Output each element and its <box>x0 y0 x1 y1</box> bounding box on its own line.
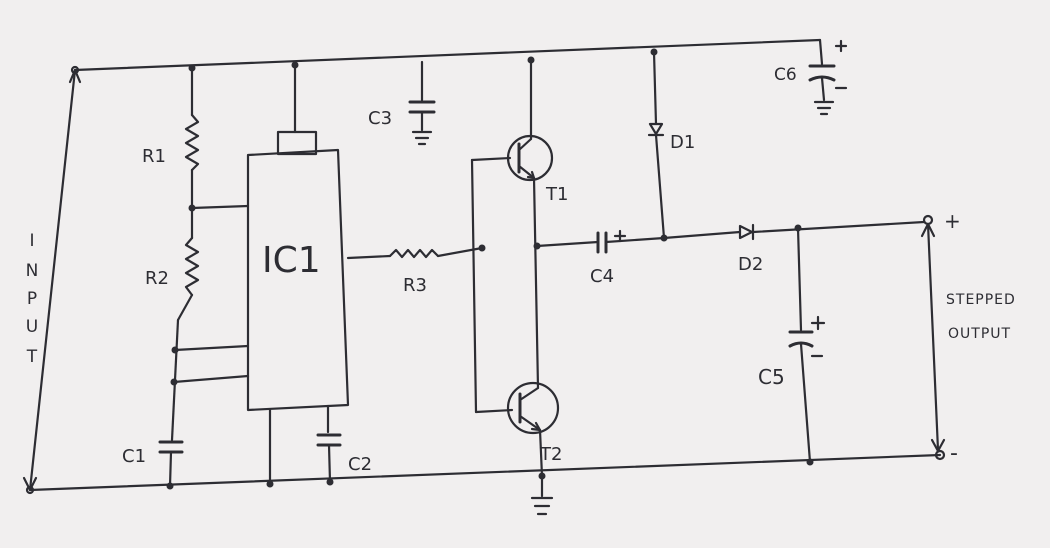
input-letter-3: P <box>27 289 37 309</box>
top-rail <box>73 38 822 72</box>
c3-capacitor <box>408 60 436 146</box>
c1-label: C1 <box>122 446 146 467</box>
c2-capacitor <box>316 404 342 486</box>
c6-capacitor <box>808 38 848 116</box>
d1-label: D1 <box>670 132 695 153</box>
output-minus-sign: - <box>950 441 958 466</box>
input-letter-4: U <box>26 317 38 337</box>
c4-label: C4 <box>590 266 614 287</box>
input-letter-5: T <box>26 347 38 367</box>
c1-capacitor <box>158 440 184 490</box>
c5-capacitor <box>788 226 826 466</box>
input-label: I N P U T <box>26 231 39 367</box>
stepped-output-label-line2: OUTPUT <box>948 326 1011 342</box>
ground-symbol <box>530 474 554 516</box>
input-letter-1: I <box>29 231 34 251</box>
d2-label: D2 <box>738 254 763 275</box>
t2-transistor <box>506 381 560 480</box>
r3-label: R3 <box>403 275 427 296</box>
c6-label: C6 <box>774 65 797 85</box>
divider-to-ic-wires <box>170 64 250 386</box>
ic1-label: IC1 <box>262 240 321 281</box>
output-terminals <box>920 214 946 461</box>
ic1-block <box>246 61 350 488</box>
c3-label: C3 <box>368 108 392 129</box>
base-bus <box>470 156 514 414</box>
t2-label: T2 <box>539 444 562 465</box>
d1-diode <box>647 48 668 242</box>
t1-transistor <box>506 56 554 390</box>
r1-resistor <box>184 66 200 240</box>
d2-diode <box>662 220 926 241</box>
r2-label: R2 <box>145 268 169 289</box>
output-plus-sign: + <box>944 209 961 233</box>
r1-label: R1 <box>142 146 166 167</box>
r3-resistor <box>346 246 484 260</box>
bottom-rail <box>28 453 942 492</box>
input-letter-2: N <box>26 261 39 281</box>
c2-label: C2 <box>348 454 372 475</box>
t1-label: T1 <box>545 184 568 205</box>
input-arrow <box>22 65 82 495</box>
r2-resistor <box>170 236 200 442</box>
stepped-output-label-line1: STEPPED <box>946 292 1016 308</box>
c5-label: C5 <box>758 365 785 389</box>
c4-capacitor <box>533 229 666 254</box>
